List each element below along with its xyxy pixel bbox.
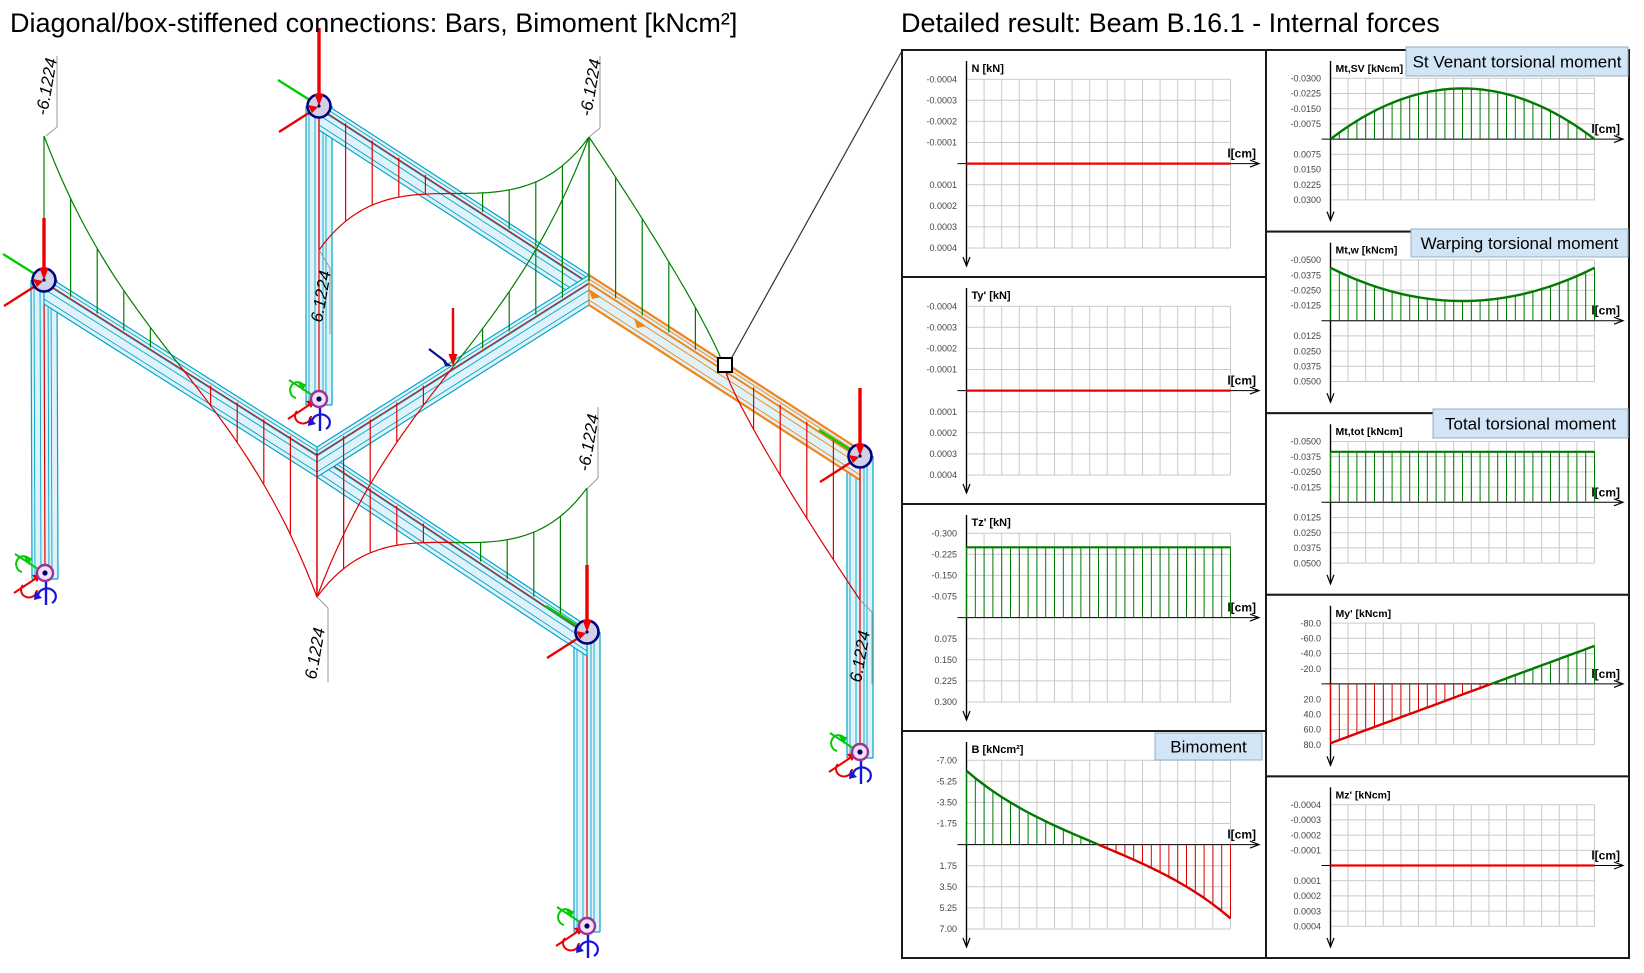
svg-text:Total torsional moment: Total torsional moment bbox=[1445, 415, 1616, 434]
svg-text:-0.0250: -0.0250 bbox=[1290, 467, 1321, 477]
svg-text:-0.0375: -0.0375 bbox=[1290, 270, 1321, 280]
svg-text:-40.0: -40.0 bbox=[1300, 649, 1321, 659]
svg-text:-0.0225: -0.0225 bbox=[1290, 89, 1321, 99]
svg-text:5.25: 5.25 bbox=[939, 903, 957, 913]
svg-text:Mt,SV [kNcm]: Mt,SV [kNcm] bbox=[1336, 63, 1404, 75]
svg-text:B [kNcm²]: B [kNcm²] bbox=[972, 744, 1024, 756]
svg-text:Ty' [kN]: Ty' [kN] bbox=[972, 290, 1011, 302]
svg-text:-0.150: -0.150 bbox=[931, 571, 957, 581]
svg-text:0.0001: 0.0001 bbox=[1293, 876, 1321, 886]
svg-text:1.75: 1.75 bbox=[939, 861, 957, 871]
svg-text:-0.0375: -0.0375 bbox=[1290, 452, 1321, 462]
svg-text:-0.0250: -0.0250 bbox=[1290, 286, 1321, 296]
svg-text:0.0003: 0.0003 bbox=[929, 449, 957, 459]
svg-text:My' [kNcm]: My' [kNcm] bbox=[1336, 608, 1392, 620]
svg-text:Warping torsional moment: Warping torsional moment bbox=[1421, 234, 1619, 253]
svg-text:l[cm]: l[cm] bbox=[1591, 122, 1620, 136]
svg-text:-5.25: -5.25 bbox=[936, 777, 957, 787]
svg-text:Mt,tot [kNcm]: Mt,tot [kNcm] bbox=[1336, 426, 1403, 438]
svg-text:Tz' [kN]: Tz' [kN] bbox=[972, 517, 1012, 529]
svg-text:-1.75: -1.75 bbox=[936, 819, 957, 829]
svg-text:-0.0004: -0.0004 bbox=[926, 301, 957, 311]
svg-text:l[cm]: l[cm] bbox=[1227, 828, 1256, 842]
svg-text:0.0250: 0.0250 bbox=[1293, 346, 1321, 356]
svg-text:-0.0075: -0.0075 bbox=[1290, 119, 1321, 129]
svg-text:3.50: 3.50 bbox=[939, 882, 957, 892]
svg-text:l[cm]: l[cm] bbox=[1591, 849, 1620, 863]
svg-text:-80.0: -80.0 bbox=[1300, 618, 1321, 628]
svg-text:l[cm]: l[cm] bbox=[1227, 601, 1256, 615]
svg-text:0.225: 0.225 bbox=[934, 676, 957, 686]
svg-text:l[cm]: l[cm] bbox=[1591, 304, 1620, 318]
svg-text:-0.300: -0.300 bbox=[931, 528, 957, 538]
svg-text:-0.0125: -0.0125 bbox=[1290, 482, 1321, 492]
svg-text:-20.0: -20.0 bbox=[1300, 664, 1321, 674]
svg-text:0.0150: 0.0150 bbox=[1293, 165, 1321, 175]
svg-text:l[cm]: l[cm] bbox=[1591, 485, 1620, 499]
svg-text:-0.0125: -0.0125 bbox=[1290, 301, 1321, 311]
svg-text:0.0001: 0.0001 bbox=[929, 180, 957, 190]
svg-text:0.0004: 0.0004 bbox=[929, 243, 957, 253]
svg-text:-0.0002: -0.0002 bbox=[926, 344, 957, 354]
svg-text:0.0001: 0.0001 bbox=[929, 407, 957, 417]
svg-text:Mt,w [kNcm]: Mt,w [kNcm] bbox=[1336, 245, 1398, 257]
svg-text:-0.0002: -0.0002 bbox=[1290, 830, 1321, 840]
svg-text:-0.0003: -0.0003 bbox=[926, 323, 957, 333]
svg-text:0.0375: 0.0375 bbox=[1293, 543, 1321, 553]
svg-text:l[cm]: l[cm] bbox=[1227, 147, 1256, 161]
svg-text:60.0: 60.0 bbox=[1303, 725, 1321, 735]
svg-text:-0.0002: -0.0002 bbox=[926, 117, 957, 127]
svg-text:-0.0001: -0.0001 bbox=[926, 138, 957, 148]
svg-text:-0.0001: -0.0001 bbox=[1290, 846, 1321, 856]
svg-text:0.0225: 0.0225 bbox=[1293, 180, 1321, 190]
svg-text:0.0500: 0.0500 bbox=[1293, 558, 1321, 568]
svg-text:Mz' [kNcm]: Mz' [kNcm] bbox=[1336, 789, 1391, 801]
svg-text:N [kN]: N [kN] bbox=[972, 63, 1005, 75]
svg-text:-0.0003: -0.0003 bbox=[1290, 815, 1321, 825]
svg-text:20.0: 20.0 bbox=[1303, 694, 1321, 704]
svg-text:-0.0500: -0.0500 bbox=[1290, 255, 1321, 265]
svg-text:-0.0004: -0.0004 bbox=[1290, 800, 1321, 810]
svg-text:-0.0500: -0.0500 bbox=[1290, 437, 1321, 447]
svg-text:-3.50: -3.50 bbox=[936, 798, 957, 808]
svg-text:0.0003: 0.0003 bbox=[929, 222, 957, 232]
svg-text:0.0003: 0.0003 bbox=[1293, 906, 1321, 916]
svg-text:7.00: 7.00 bbox=[939, 924, 957, 934]
svg-text:0.150: 0.150 bbox=[934, 655, 957, 665]
svg-text:0.0300: 0.0300 bbox=[1293, 195, 1321, 205]
svg-text:0.0125: 0.0125 bbox=[1293, 513, 1321, 523]
svg-text:0.0375: 0.0375 bbox=[1293, 362, 1321, 372]
svg-text:-0.225: -0.225 bbox=[931, 550, 957, 560]
svg-text:0.0500: 0.0500 bbox=[1293, 377, 1321, 387]
svg-text:0.0002: 0.0002 bbox=[929, 428, 957, 438]
svg-text:Detailed result: Beam B.16.1 -: Detailed result: Beam B.16.1 - Internal … bbox=[901, 8, 1440, 38]
svg-text:-0.0003: -0.0003 bbox=[926, 96, 957, 106]
svg-text:80.0: 80.0 bbox=[1303, 740, 1321, 750]
svg-text:0.0125: 0.0125 bbox=[1293, 331, 1321, 341]
svg-text:-0.0001: -0.0001 bbox=[926, 365, 957, 375]
svg-text:-0.075: -0.075 bbox=[931, 592, 957, 602]
svg-text:Diagonal/box-stiffened connect: Diagonal/box-stiffened connections: Bars… bbox=[10, 8, 737, 38]
svg-text:l[cm]: l[cm] bbox=[1591, 667, 1620, 681]
svg-text:-0.0300: -0.0300 bbox=[1290, 74, 1321, 84]
svg-text:0.300: 0.300 bbox=[934, 697, 957, 707]
svg-text:0.0002: 0.0002 bbox=[1293, 891, 1321, 901]
svg-text:-7.00: -7.00 bbox=[936, 755, 957, 765]
svg-text:0.0075: 0.0075 bbox=[1293, 150, 1321, 160]
svg-text:0.0002: 0.0002 bbox=[929, 201, 957, 211]
svg-text:St Venant torsional moment: St Venant torsional moment bbox=[1413, 53, 1622, 72]
svg-text:0.0004: 0.0004 bbox=[1293, 922, 1321, 932]
svg-text:l[cm]: l[cm] bbox=[1227, 374, 1256, 388]
svg-text:0.0004: 0.0004 bbox=[929, 470, 957, 480]
svg-text:-0.0150: -0.0150 bbox=[1290, 104, 1321, 114]
svg-text:40.0: 40.0 bbox=[1303, 710, 1321, 720]
svg-text:Bimoment: Bimoment bbox=[1170, 738, 1247, 757]
svg-text:-0.0004: -0.0004 bbox=[926, 74, 957, 84]
svg-text:-60.0: -60.0 bbox=[1300, 634, 1321, 644]
svg-text:0.075: 0.075 bbox=[934, 634, 957, 644]
svg-text:0.0250: 0.0250 bbox=[1293, 528, 1321, 538]
